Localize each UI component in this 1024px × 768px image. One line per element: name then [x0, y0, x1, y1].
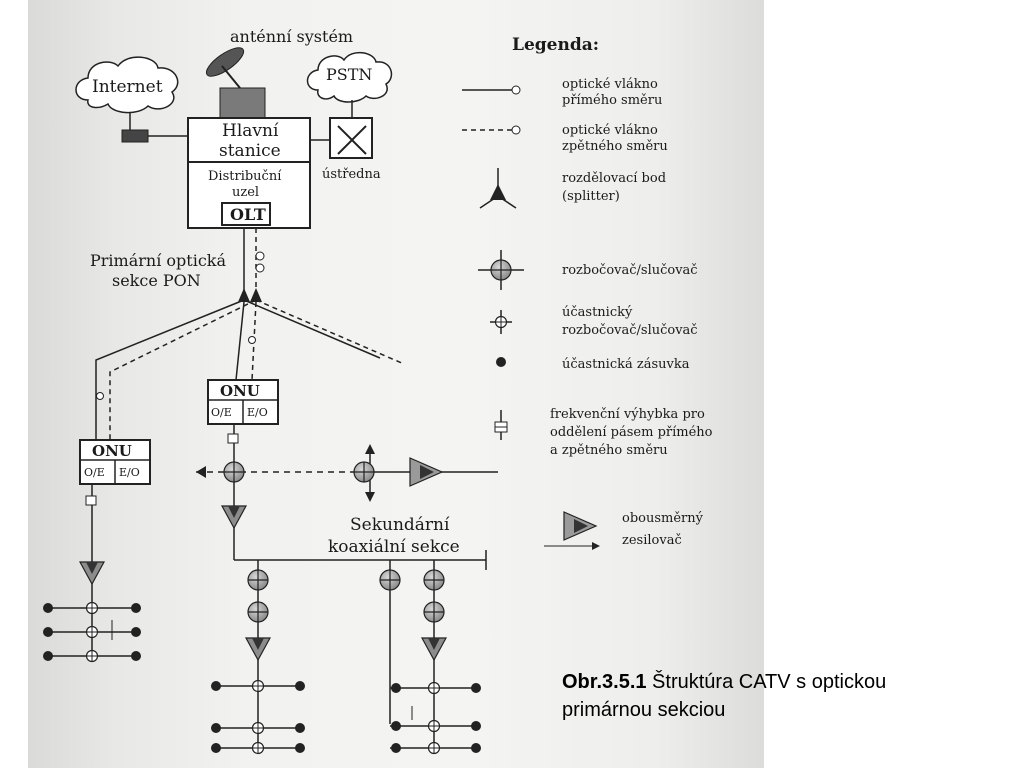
pstn-label: PSTN [326, 65, 372, 84]
fiber-trunk-lines [243, 228, 265, 298]
internet-cloud-icon [75, 56, 179, 114]
legend-forward-fiber-symbol [462, 85, 521, 95]
primary-optical-section-label-line2: sekce PON [112, 271, 201, 290]
amplifier-down-icon [221, 505, 247, 529]
antenna-system-label: anténní systém [230, 27, 353, 46]
legend-return-fiber-line2: zpětného směru [562, 139, 668, 154]
secondary-coax-section-label-line2: koaxiální sekce [328, 537, 460, 557]
antenna-mast-block [219, 87, 266, 119]
subscriber-drops-right [390, 681, 481, 755]
legend-diplexer-line1: frekvenční výhybka pro [550, 407, 705, 422]
legend-forward-fiber-line1: optické vlákno [562, 77, 658, 92]
onu-lower-eo-label: E/O [119, 466, 140, 479]
legend-amplifier-line1: obousměrný [622, 511, 704, 526]
legend-splitter-line2: (splitter) [562, 189, 620, 204]
onu-upper-box [207, 379, 279, 425]
legend-outlet-label: účastnická zásuvka [562, 357, 690, 372]
pstn-cloud-icon [306, 51, 393, 103]
subscriber-drops-left [43, 601, 141, 663]
exchange-switch-icon [329, 117, 373, 159]
amplifier-down-icon [245, 637, 271, 661]
figure-caption-text: Štruktúra CATV s optickou primárnou sekc… [562, 671, 887, 721]
legend-return-fiber-symbol [462, 125, 521, 135]
legend-tap-symbol [478, 250, 524, 290]
coax-tap-icon [423, 569, 445, 591]
legend-amplifier-line2: zesilovač [622, 533, 682, 548]
headend-label-line1: Hlavní [222, 121, 279, 141]
coax-tap-icon [247, 601, 269, 623]
legend-subscriber-tap-line2: rozbočovač/slučovač [562, 323, 698, 338]
scanned-figure-background [28, 0, 764, 768]
legend-outlet-symbol [496, 357, 506, 367]
legend-diplexer-line2: oddělení pásem přímého [550, 425, 713, 440]
legend-splitter-line1: rozdělovací bod [562, 171, 666, 186]
coax-tap-icon [353, 461, 375, 483]
exchange-label: ústředna [322, 167, 381, 182]
legend-splitter-symbol [479, 168, 517, 209]
legend-subscriber-tap-symbol [490, 310, 512, 334]
legend-forward-fiber-line2: přímého směru [562, 93, 662, 108]
coax-tap-icon [223, 461, 245, 483]
onu-upper-label: ONU [220, 382, 260, 400]
distribution-node-label-line2: uzel [232, 185, 259, 200]
onu-upper-oe-label: O/E [211, 406, 232, 419]
coax-tap-icon [379, 569, 401, 591]
headend-label-line2: stanice [219, 141, 281, 161]
onu-upper-eo-label: E/O [247, 406, 268, 419]
amplifier-down-icon [421, 637, 447, 661]
legend-amplifier-symbol [544, 511, 600, 550]
legend-diplexer-symbol [494, 410, 508, 440]
fiber-distribution-lines [95, 299, 405, 440]
router-box [121, 129, 149, 143]
figure-caption: Obr.3.5.1 Štruktúra CATV s optickou prim… [562, 668, 892, 724]
amplifier-down-icon [79, 561, 105, 585]
figure-caption-number: Obr.3.5.1 [562, 671, 647, 693]
secondary-coax-section-label-line1: Sekundární [350, 515, 450, 535]
subscriber-drops-middle [211, 679, 305, 755]
legend-return-fiber-line1: optické vlákno [562, 123, 658, 138]
coax-tap-icon [247, 569, 269, 591]
olt-label: OLT [230, 205, 266, 224]
splitter-icons [238, 288, 262, 302]
coax-tap-icon [423, 601, 445, 623]
legend-title: Legenda: [512, 35, 599, 55]
amplifier-right-icon [409, 457, 443, 487]
olt-box [221, 202, 271, 226]
legend-tap-label: rozbočovač/slučovač [562, 263, 698, 278]
onu-lower-label: ONU [92, 442, 132, 460]
primary-optical-section-label-line1: Primární optická [90, 251, 226, 270]
legend-diplexer-line3: a zpětného směru [550, 443, 668, 458]
internet-label: Internet [92, 77, 163, 97]
onu-lower-box [79, 439, 151, 485]
onu-lower-oe-label: O/E [84, 466, 105, 479]
legend-subscriber-tap-line1: účastnický [562, 305, 633, 320]
distribution-node-label-line1: Distribuční [208, 169, 282, 184]
antenna-dish-icon [205, 47, 245, 89]
